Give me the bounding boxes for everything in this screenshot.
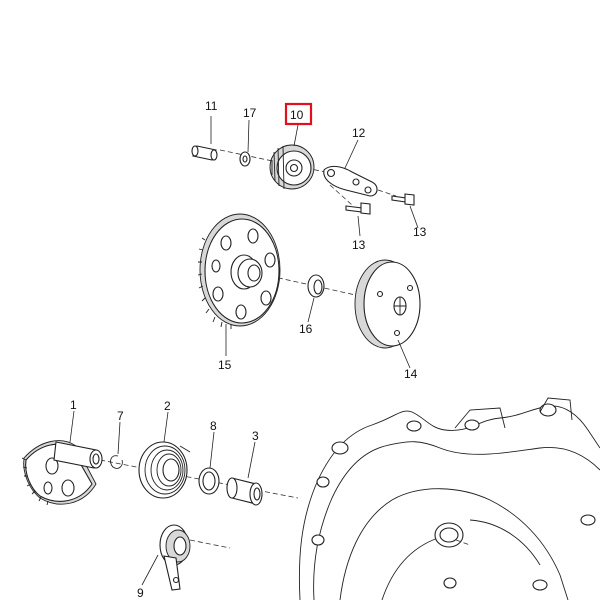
part-9-pinion[interactable]: [159, 524, 191, 591]
part-17-washer[interactable]: [239, 151, 251, 167]
callout-17[interactable]: 17: [243, 106, 257, 120]
callout-9[interactable]: 9: [137, 586, 144, 600]
part-12-arm[interactable]: [323, 165, 378, 197]
part-13-bolt-a[interactable]: [391, 193, 415, 206]
part-13-bolt-b[interactable]: [345, 202, 371, 215]
callout-11[interactable]: 11: [205, 99, 218, 113]
part-14-hub[interactable]: [354, 259, 421, 349]
part-7-clip[interactable]: [110, 455, 123, 469]
part-11-pin[interactable]: [191, 145, 218, 161]
callout-15[interactable]: 15: [218, 358, 232, 372]
callout-13-left[interactable]: 13: [352, 238, 366, 252]
part-8-o-ring[interactable]: [198, 467, 220, 495]
callout-10[interactable]: 10: [290, 108, 304, 122]
selected-part-highlight: [284, 102, 313, 126]
crankcase-cover: [298, 397, 600, 600]
callouts: 11 17 10 12 13 13 15 16 14 1 7 2 8 3 9: [70, 99, 427, 600]
part-1-kick-shaft[interactable]: [21, 440, 103, 506]
part-10-gear[interactable]: [269, 144, 315, 190]
part-15-starter-gear[interactable]: [197, 213, 281, 329]
leader-lines: [69, 116, 419, 586]
callout-3[interactable]: 3: [252, 429, 259, 443]
part-3-bushing[interactable]: [226, 477, 263, 506]
part-16-ring[interactable]: [307, 274, 325, 298]
callout-13-right[interactable]: 13: [413, 225, 427, 239]
callout-1[interactable]: 1: [70, 398, 77, 412]
callout-14[interactable]: 14: [404, 367, 418, 381]
part-2-spring[interactable]: [138, 441, 191, 499]
callout-16[interactable]: 16: [299, 322, 313, 336]
callout-12[interactable]: 12: [352, 126, 366, 140]
callout-8[interactable]: 8: [210, 419, 217, 433]
callout-2[interactable]: 2: [164, 399, 171, 413]
callout-7[interactable]: 7: [117, 409, 124, 423]
